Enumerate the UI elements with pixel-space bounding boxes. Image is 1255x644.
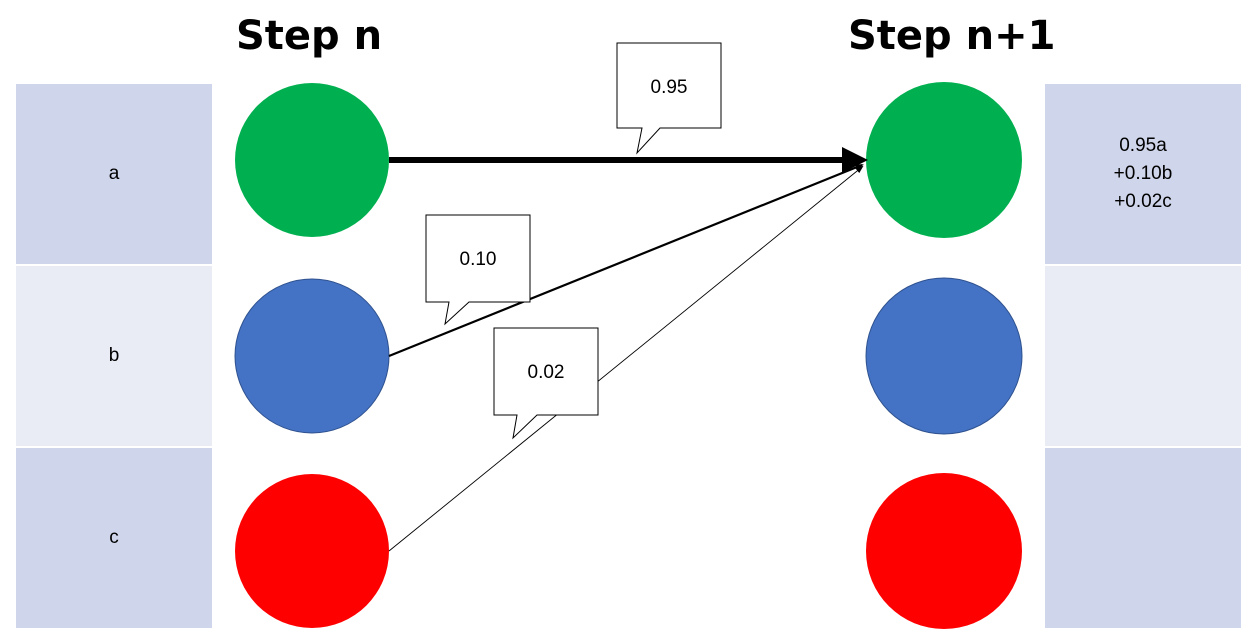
left-cell-c: c xyxy=(16,448,212,628)
weight-label-b: 0.10 xyxy=(460,249,497,270)
state-label-a: a xyxy=(108,163,120,184)
node-b-step-n-plus-1 xyxy=(865,277,1023,435)
weight-callout-a: 0.95 xyxy=(616,42,722,155)
node-b-step-n xyxy=(234,278,390,434)
left-cell-a: a xyxy=(16,84,212,264)
formula-term-b: +0.10b xyxy=(1113,163,1173,184)
node-a-step-n-plus-1 xyxy=(866,82,1022,238)
node-c-step-n-plus-1 xyxy=(866,473,1022,629)
state-label-b: b xyxy=(108,345,120,366)
arrowhead-a-to-a xyxy=(842,147,868,173)
step-n-plus-1-heading: Step n+1 xyxy=(848,13,1056,59)
state-label-c: c xyxy=(109,527,119,548)
formula-term-c: +0.02c xyxy=(1114,191,1172,212)
node-a-step-n xyxy=(235,83,389,237)
formula-term-a: 0.95a xyxy=(1119,135,1167,156)
step-n-heading: Step n xyxy=(236,13,383,59)
weight-label-a: 0.95 xyxy=(651,77,688,98)
right-cell-a: 0.95a +0.10b +0.02c xyxy=(1045,84,1241,264)
right-cell-b xyxy=(1045,266,1241,446)
left-cell-b: b xyxy=(16,266,212,446)
weight-callout-b: 0.10 xyxy=(425,214,531,326)
formula-a: 0.95a +0.10b +0.02c xyxy=(1114,132,1173,216)
weight-label-c: 0.02 xyxy=(528,362,565,383)
arrow-c-to-a xyxy=(388,165,864,552)
arrow-b-to-a xyxy=(388,163,864,358)
node-c-step-n xyxy=(235,474,389,628)
right-cell-c xyxy=(1045,448,1241,628)
weight-callout-c: 0.02 xyxy=(493,327,599,440)
